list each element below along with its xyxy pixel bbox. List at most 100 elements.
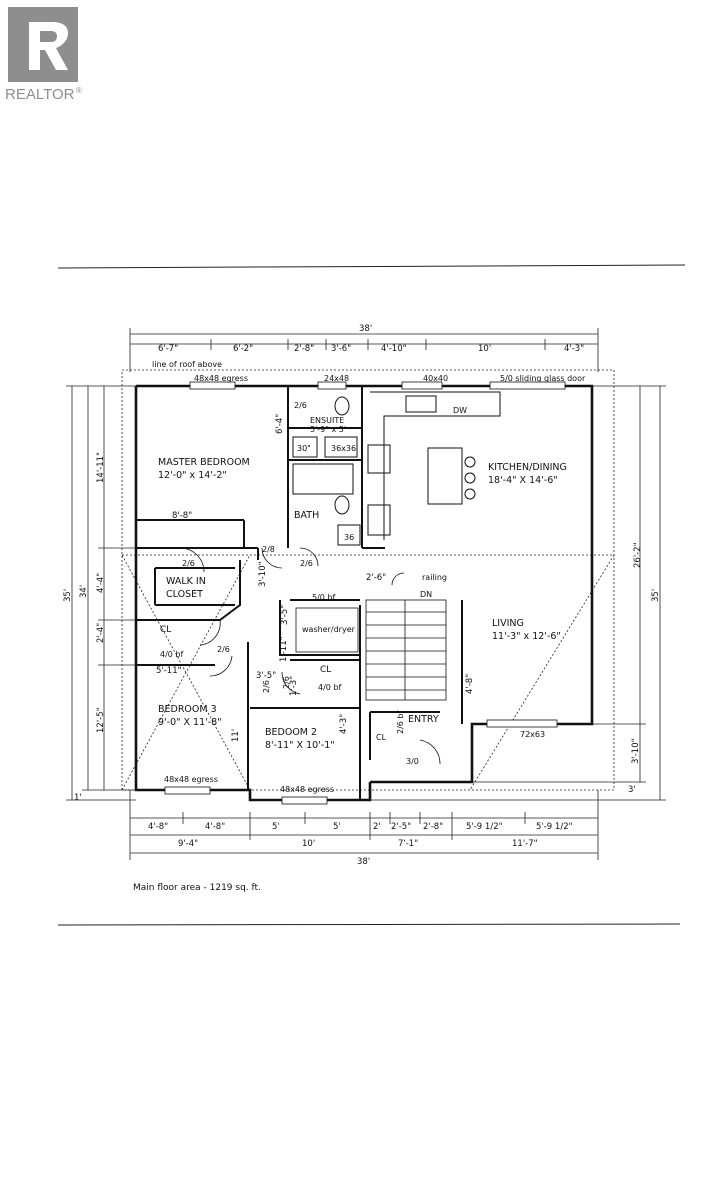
door-bed2: 2/6 (282, 676, 291, 689)
bottom-dim-7: 2'-8" (423, 822, 443, 832)
sliding-glass-door: 5/0 sliding glass door (500, 374, 586, 383)
top-dim-2: 6'-2" (233, 344, 253, 354)
laundry-label: washer/dryer (302, 625, 356, 634)
bath-name: BATH (294, 510, 319, 521)
door-bath: 2/6 (300, 559, 313, 568)
bedroom2-name: BEDOOM 2 (265, 727, 317, 738)
realtor-logo: REALTOR ® (5, 7, 82, 103)
roof-note: line of roof above (152, 360, 222, 369)
door-ensuite: 2/6 (294, 401, 307, 410)
left-dimension-lines (66, 385, 136, 801)
top-dim-5: 4'-10" (381, 344, 407, 354)
window-egress-bed3: 48x48 egress (164, 775, 218, 784)
ensuite-size: 5'-9" x 5' (310, 425, 346, 434)
bottom-dim-row2-1: 9'-4" (178, 839, 198, 849)
door-swings (179, 547, 441, 765)
bottom-dim-8: 5'-9 1/2" (466, 822, 503, 832)
railing-label: railing (422, 573, 447, 582)
master-bedroom-size: 12'-0" x 14'-2" (158, 470, 227, 481)
dim-closet-depth: 3'-10" (258, 561, 268, 587)
bath-fixtures (292, 396, 361, 546)
ensuite-name: ENSUITE (310, 416, 344, 425)
top-dimension-lines (129, 328, 599, 372)
dim-ensuite-depth: 6'-4" (275, 414, 285, 434)
door-bed3: 2/6 (262, 680, 271, 693)
floor-area-caption: Main floor area - 1219 sq. ft. (133, 883, 261, 893)
door-entry-closet: 2/6 bf (396, 711, 405, 734)
walk-in-line2: CLOSET (166, 589, 203, 600)
bottom-dim-4: 5' (333, 822, 341, 832)
left-dim-34: 34' (79, 585, 89, 598)
dim-bed2-closet: 4'-3" (339, 714, 349, 734)
page-rules (57, 264, 686, 926)
top-dim-7: 4'-3" (564, 344, 584, 354)
ensuite-tub: 30" (297, 444, 311, 453)
left-dim-35: 35' (63, 589, 73, 602)
left-dim-12-5: 12'-5" (96, 707, 106, 733)
window-egress-master: 48x48 egress (194, 374, 248, 383)
ensuite-shower: 36x36 (331, 444, 356, 453)
top-dim-1: 6'-7" (158, 344, 178, 354)
dim-bed3-closet-width: 5'-11" (156, 666, 182, 676)
window-40x40: 40x40 (423, 374, 448, 383)
top-dim-3: 2'-8" (294, 344, 314, 354)
windows (164, 381, 566, 805)
right-dim-3-10: 3'-10" (631, 738, 641, 764)
bottom-dim-row2-3: 7'-1" (398, 839, 418, 849)
bottom-dim-6: 2'-5" (391, 822, 411, 832)
bottom-dim-row2-4: 11'-7" (512, 839, 538, 849)
bottom-dim-3: 5' (272, 822, 280, 832)
door-master: 2/8 (262, 545, 275, 554)
realtor-registered-mark: ® (76, 86, 82, 95)
dim-hall-a: 1'-11" (279, 636, 289, 662)
stairs (295, 599, 447, 701)
door-bed2-closet-bf: 4/0 bf (318, 683, 341, 692)
bottom-dim-5: 2' (373, 822, 381, 832)
window-24x48: 24x48 (324, 374, 349, 383)
door-hall: 2/6 (217, 645, 230, 654)
bottom-dim-row2-2: 10' (302, 839, 315, 849)
left-dim-1: 1' (74, 793, 82, 803)
top-dim-6: 10' (478, 344, 491, 354)
bed3-closet-label: CL (160, 625, 171, 635)
bottom-dim-9: 5'-9 1/2" (536, 822, 573, 832)
bedroom3-name: BEDROOM 3 (158, 704, 217, 715)
right-dim-35: 35' (651, 589, 661, 602)
left-dim-2-4: 2'-4" (96, 623, 106, 643)
window-72x63: 72x63 (520, 730, 545, 739)
dishwasher-label: DW (453, 406, 467, 415)
living-size: 11'-3" x 12'-6" (492, 631, 561, 642)
realtor-wordmark: REALTOR (5, 86, 75, 103)
bottom-dim-2: 4'-8" (205, 822, 225, 832)
right-dim-3: 3' (628, 785, 636, 795)
door-bed3-closet-bf: 4/0 bf (160, 650, 183, 659)
kitchen-name: KITCHEN/DINING (488, 462, 567, 473)
living-name: LIVING (492, 618, 524, 629)
kitchen-size: 18'-4" X 14'-6" (488, 475, 558, 486)
window-egress-bed2: 48x48 egress (280, 785, 334, 794)
master-bedroom-name: MASTER BEDROOM (158, 457, 250, 468)
overall-width-top: 38' (359, 324, 372, 334)
entry-closet-label: CL (376, 733, 387, 742)
bed2-closet-label: CL (320, 665, 331, 675)
overall-width-bottom: 38' (357, 857, 370, 867)
dim-entry-wall: 4'-8" (465, 674, 475, 694)
bottom-dimension-lines (129, 790, 599, 860)
top-dim-4: 3'-6" (331, 344, 351, 354)
bedroom3-size: 9'-0" X 11'-8" (158, 717, 222, 728)
entry-label: ENTRY (408, 714, 439, 725)
dim-stair-offset: 2'-6" (366, 573, 386, 583)
left-dim-4-4: 4'-4" (96, 573, 106, 593)
door-entry: 3/0 (406, 757, 419, 766)
door-laundry-bf: 5/0 bf (312, 593, 335, 602)
door-closet: 2/6 (182, 559, 195, 568)
dim-hall-c: 1'-3" (289, 676, 299, 696)
bottom-dim-1: 4'-8" (148, 822, 168, 832)
bath-shower: 36 (344, 533, 354, 542)
right-dim-26-2: 26'-2" (633, 542, 643, 568)
left-dim-14-11: 14'-11" (96, 452, 106, 483)
bedroom2-size: 8'-11" X 10'-1" (265, 740, 335, 751)
roof-line (121, 369, 615, 791)
realtor-logo-mark (8, 7, 78, 82)
